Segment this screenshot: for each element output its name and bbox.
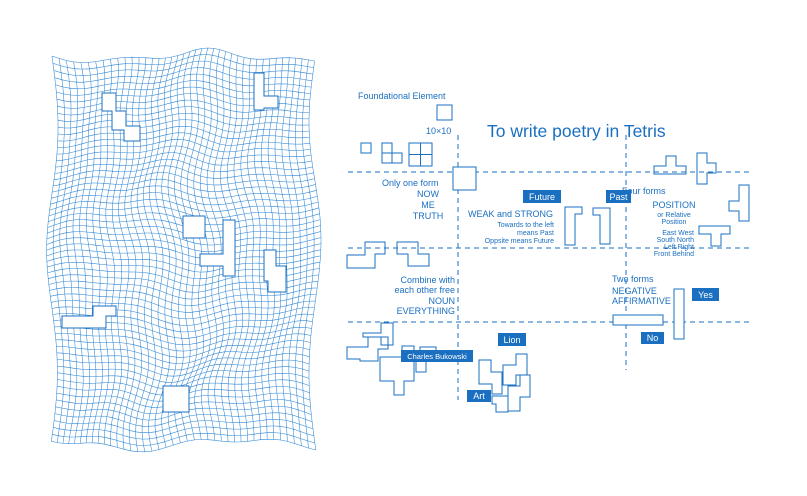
square-pair-c	[391, 152, 403, 164]
combine-pieces	[346, 241, 430, 269]
hole-piece-3	[182, 215, 206, 239]
label-or-relative: or Relative	[657, 212, 691, 219]
hole-piece-6	[61, 305, 117, 329]
grid-tetris-holes	[61, 72, 287, 413]
word-negative: NEGATIVE	[612, 286, 657, 296]
label-opposite-future: Oppsite means Future	[485, 238, 554, 245]
label-grid-size: 10×10	[426, 126, 451, 136]
label-each-other-free: each other free	[394, 285, 455, 295]
tag-lion	[498, 333, 526, 346]
vertical-bar-piece	[673, 288, 685, 340]
four-form-pieces	[653, 152, 750, 247]
label-foundational: Foundational Element	[358, 91, 446, 101]
tag-no-label: No	[647, 333, 659, 343]
small-squares-row	[360, 142, 433, 167]
label-means-past: means Past	[517, 230, 554, 237]
label-left-right: Left Right	[664, 244, 694, 251]
hole-piece-5	[263, 249, 287, 293]
tag-future-label: Future	[529, 192, 555, 202]
label-south-north: South North	[657, 237, 694, 244]
tag-lion-label: Lion	[503, 335, 520, 345]
label-east-west: East West	[662, 230, 694, 237]
tag-charles-label: Charles Bukowski	[407, 352, 467, 361]
tag-art	[467, 390, 491, 402]
foundational-square	[436, 104, 453, 121]
tag-yes-label: Yes	[698, 290, 713, 300]
word-everything: EVERYTHING	[397, 306, 455, 316]
horizontal-bar-piece	[612, 314, 664, 326]
label-combine-with: Combine with	[400, 275, 455, 285]
label-only-one-form: Only one form	[382, 178, 439, 188]
label-position-sub: Position	[662, 219, 687, 226]
l-piece-right	[592, 207, 611, 245]
word-now: NOW	[417, 189, 440, 199]
tag-future	[523, 190, 561, 203]
square-pair-b	[381, 152, 393, 164]
s-piece-right	[396, 241, 430, 267]
art-shape-c	[507, 374, 531, 412]
label-two-forms: Two forms	[612, 274, 654, 284]
hole-piece-2	[253, 72, 279, 111]
word-truth: TRUTH	[413, 211, 444, 221]
art-shape-b	[502, 353, 528, 386]
word-noun: NOUN	[429, 296, 456, 306]
tag-past	[606, 190, 631, 203]
square-single	[360, 142, 372, 154]
weak-strong-pieces	[564, 206, 611, 246]
label-towards-left: Towards to the left	[497, 222, 554, 229]
tag-yes	[692, 288, 719, 301]
bukowski-shape-a	[346, 336, 389, 362]
tag-no	[641, 332, 664, 344]
t-piece-1	[653, 155, 687, 175]
t-piece-4	[698, 225, 731, 247]
page-title: To write poetry in Tetris	[487, 121, 666, 141]
tag-past-label: Past	[609, 192, 628, 202]
one-form-square	[452, 166, 477, 191]
tag-charles	[401, 350, 473, 362]
l-piece-left	[564, 206, 583, 246]
art-shape-a	[478, 359, 503, 395]
bukowski-shape-c	[379, 345, 415, 396]
art-pieces	[478, 353, 531, 413]
bukowski-shape-b	[362, 322, 394, 346]
t-piece-2	[696, 152, 717, 185]
s-piece-left	[346, 241, 386, 269]
word-me: ME	[421, 200, 435, 210]
t-piece-3	[728, 184, 750, 222]
label-position: POSITION	[652, 200, 695, 210]
square-pair-a	[381, 142, 393, 154]
label-weak-strong: WEAK and STRONG	[468, 209, 553, 219]
label-front-behind: Front Behind	[654, 251, 694, 258]
hole-piece-7	[162, 385, 190, 413]
hole-piece-1	[101, 92, 141, 142]
art-shape-d	[491, 395, 509, 413]
tag-art-label: Art	[473, 391, 485, 401]
word-affirmative: AFFIRMATIVE	[612, 296, 671, 306]
label-four-forms: Four forms	[622, 186, 666, 196]
hole-piece-4	[199, 219, 236, 277]
